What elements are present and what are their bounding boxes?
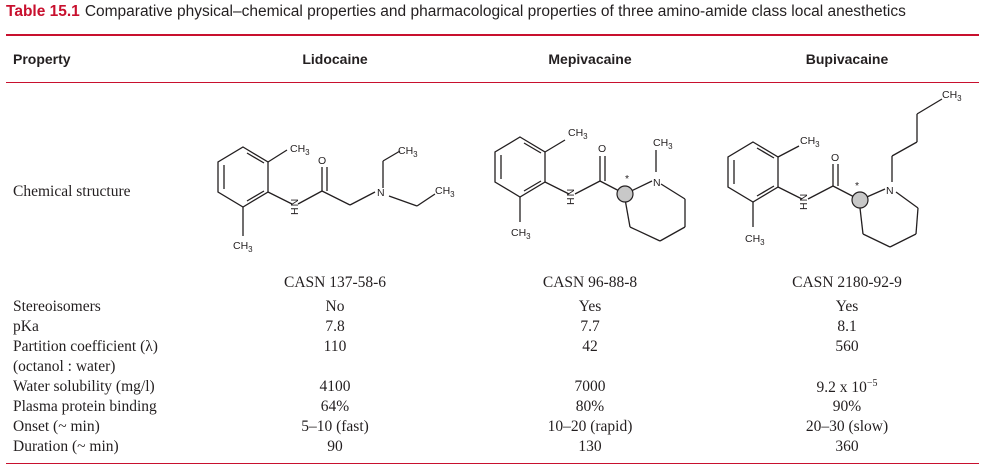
table-row: Onset (~ min) 5–10 (fast) 10–20 (rapid) … <box>0 418 985 438</box>
lido-ethyl-ch3-right: CH3 <box>435 185 455 199</box>
cell-lidocaine: 5–10 (fast) <box>301 418 369 435</box>
cell-mepivacaine: 7.7 <box>580 318 600 335</box>
chemical-structure-label: Chemical structure <box>13 183 131 200</box>
table-row: Stereoisomers No Yes Yes <box>0 298 985 318</box>
table-caption-text: Comparative physical–chemical properties… <box>84 3 906 20</box>
table-row: Duration (~ min) 90 130 360 <box>0 438 985 458</box>
mepivacaine-structure: * CH3 O HN N CH3 CH3 <box>475 84 715 264</box>
bupi-butyl-ch3: CH3 <box>942 89 962 103</box>
cell-bupivacaine: 560 <box>835 338 859 355</box>
row-label: Onset (~ min) <box>13 418 100 435</box>
cell-mepivacaine: 130 <box>578 438 602 455</box>
cell-lidocaine: 64% <box>320 398 350 415</box>
bupi-star: * <box>855 180 859 192</box>
cell-bupivacaine: 20–30 (slow) <box>805 418 889 435</box>
row-label: Stereoisomers <box>13 298 101 315</box>
lido-oxygen: O <box>318 155 326 167</box>
mepi-ch3-top: CH3 <box>568 127 588 141</box>
bupi-chiral-center <box>851 191 869 209</box>
lido-ch3-top: CH3 <box>290 143 310 157</box>
row-label: pKa <box>13 318 39 335</box>
lido-amine-n: N <box>377 187 385 199</box>
bupivacaine-structure: * CH3 O HN N CH3 CH3 <box>720 84 980 264</box>
casn-lidocaine: CASN 137-58-6 <box>283 274 387 291</box>
row-label: Plasma protein binding <box>13 398 157 415</box>
row-label: Water solubility (mg/l) <box>13 378 155 395</box>
mepi-nh: HN <box>565 189 577 205</box>
casn-mepivacaine: CASN 96-88-8 <box>542 274 638 291</box>
top-rule <box>6 34 979 36</box>
lido-nh: HN <box>289 199 301 215</box>
row-label: Partition coefficient (λ) <box>13 338 158 355</box>
table-label: Table 15.1 <box>6 3 80 20</box>
lido-ethyl-ch3-top: CH3 <box>398 145 418 159</box>
header-mepivacaine: Mepivacaine <box>548 51 632 67</box>
cell-mepivacaine: 42 <box>582 338 598 355</box>
cell-lidocaine: 110 <box>323 338 347 355</box>
mepi-oxygen: O <box>598 143 606 155</box>
lidocaine-structure: CH3 O HN N CH3 CH3 CH3 <box>195 84 475 264</box>
row-label: Duration (~ min) <box>13 438 119 455</box>
cell-bupivacaine: 9.2 x 10−5 <box>816 378 878 397</box>
row-label: (octanol : water) <box>13 358 116 375</box>
mepi-n-methyl: CH3 <box>653 137 673 151</box>
casn-bupivacaine: CASN 2180-92-9 <box>792 274 902 291</box>
mepi-star: * <box>625 173 629 185</box>
mepi-ring-n: N <box>653 177 661 189</box>
table-row: Partition coefficient (λ) 110 42 560 <box>0 338 985 358</box>
cell-mepivacaine: 10–20 (rapid) <box>547 418 633 435</box>
cell-bupivacaine: 90% <box>832 398 862 415</box>
cell-bupivacaine: 360 <box>835 438 859 455</box>
bottom-rule <box>6 463 979 464</box>
header-lidocaine: Lidocaine <box>302 51 368 67</box>
header-rule <box>6 82 979 83</box>
bupi-ring-n: N <box>886 185 894 197</box>
mepi-chiral-center <box>616 185 634 203</box>
cell-mepivacaine: 80% <box>575 398 605 415</box>
cell-lidocaine: No <box>325 298 345 315</box>
bupi-oxygen: O <box>831 152 839 164</box>
header-bupivacaine: Bupivacaine <box>805 51 889 67</box>
table-row: Water solubility (mg/l) 4100 7000 9.2 x … <box>0 378 985 398</box>
table-row: pKa 7.8 7.7 8.1 <box>0 318 985 338</box>
header-property: Property <box>13 51 71 67</box>
bupi-ch3-bottom: CH3 <box>745 233 765 247</box>
table-row: (octanol : water) <box>0 358 985 378</box>
bupi-ch3-top: CH3 <box>800 135 820 149</box>
mepi-ch3-bottom: CH3 <box>511 227 531 241</box>
cell-lidocaine: 90 <box>327 438 343 455</box>
cell-lidocaine: 4100 <box>319 378 351 395</box>
lido-ch3-bottom: CH3 <box>233 240 253 254</box>
cell-lidocaine: 7.8 <box>325 318 345 335</box>
bupi-nh: HN <box>798 194 810 210</box>
cell-bupivacaine: Yes <box>835 298 859 315</box>
cell-mepivacaine: 7000 <box>574 378 606 395</box>
table-row: Plasma protein binding 64% 80% 90% <box>0 398 985 418</box>
solubility-exponent: −5 <box>866 378 878 389</box>
cell-mepivacaine: Yes <box>578 298 602 315</box>
cell-bupivacaine: 8.1 <box>837 318 857 335</box>
